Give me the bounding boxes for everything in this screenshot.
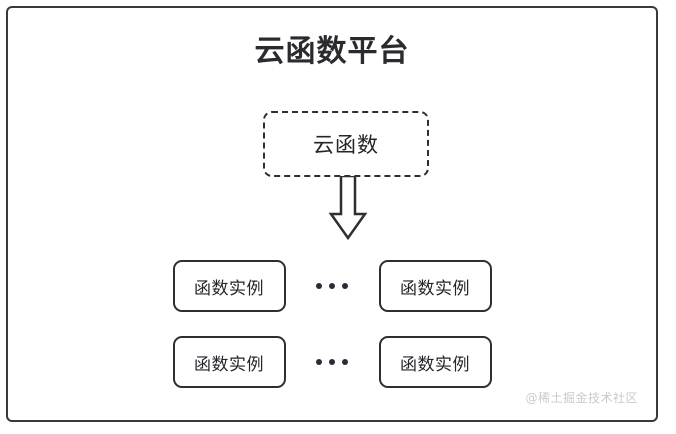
- watermark: @稀土掘金技术社区: [525, 391, 638, 405]
- instance-row: 函数实例 函数实例: [8, 260, 656, 312]
- ellipsis-dot: [342, 283, 348, 289]
- function-instance-label: 函数实例: [400, 354, 470, 375]
- ellipsis-dot: [329, 359, 335, 365]
- function-instance-label: 函数实例: [194, 278, 264, 299]
- cloud-function-node[interactable]: 云函数: [263, 111, 429, 177]
- ellipsis-separator-icon: [286, 260, 379, 312]
- ellipsis-dot: [316, 283, 322, 289]
- ellipsis-dot: [342, 359, 348, 365]
- function-instance-box[interactable]: 函数实例: [172, 260, 286, 312]
- page-title: 云函数平台: [254, 35, 410, 68]
- ellipsis-dot: [329, 283, 335, 289]
- down-block-arrow-svg: [328, 174, 368, 241]
- instance-row: 函数实例 函数实例: [8, 336, 656, 388]
- function-instance-label: 函数实例: [194, 354, 264, 375]
- function-instance-box[interactable]: 函数实例: [172, 336, 286, 388]
- platform-frame: 云函数平台 云函数 函数实例 函数实例 函数实例: [6, 6, 658, 422]
- ellipsis-separator-icon: [286, 336, 379, 388]
- function-instance-box[interactable]: 函数实例: [378, 336, 492, 388]
- function-instance-box[interactable]: 函数实例: [378, 260, 492, 312]
- function-instance-label: 函数实例: [400, 278, 470, 299]
- arrow-shape: [328, 174, 368, 241]
- cloud-function-label: 云函数: [313, 133, 379, 157]
- down-block-arrow-icon: [328, 174, 368, 242]
- ellipsis-dot: [316, 359, 322, 365]
